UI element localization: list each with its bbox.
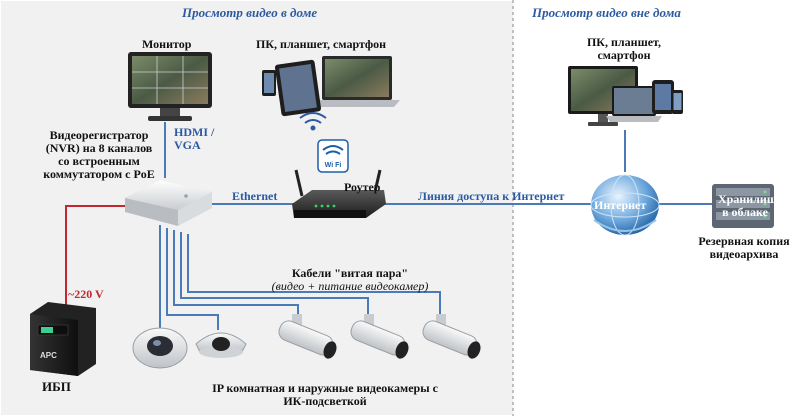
router-icon <box>292 169 386 218</box>
cloud-storage-label-line1: Хранилище <box>718 192 783 206</box>
camera-cable-3 <box>173 230 299 318</box>
bullet-camera-3-icon <box>422 314 481 359</box>
cables-label-line1: Кабели "витая пара" <box>291 266 409 280</box>
backup-label-line2: видеоархива <box>709 247 779 261</box>
monitor-label: Монитор <box>142 37 192 51</box>
cloud-storage-label-line2: в облаке <box>722 205 768 219</box>
internet-line-label: Линия доступа к Интернет <box>418 189 565 203</box>
cloud-storage-label: Хранилище в облаке <box>718 192 783 219</box>
dome-camera-icon <box>195 332 247 358</box>
camera-cable-4 <box>180 232 369 318</box>
wifi-badge-icon: Wi Fi <box>317 139 349 173</box>
hdmi-label-line2: VGA <box>174 138 201 152</box>
nvr-label-line3: со встроенным <box>58 154 140 168</box>
bullet-camera-2-icon <box>350 314 409 359</box>
camera-cable-2 <box>166 228 219 330</box>
nvr-label-line1: Видеорегистратор <box>49 128 149 142</box>
cloud-storage-icon <box>712 184 774 228</box>
nvr-label-line4: коммутатором с PoE <box>43 167 155 181</box>
hdmi-label-line1: HDMI / <box>174 125 215 139</box>
section-home-title: Просмотр видео в доме <box>182 5 318 20</box>
cameras-label-line1: IP комнатная и наружные видеокамеры с <box>212 381 438 395</box>
home-devices-label: ПК, планшет, смартфон <box>256 37 387 51</box>
cables-label-line2: (видео + питание видеокамер) <box>271 279 429 293</box>
remote-devices-label-line2: смартфон <box>597 48 651 62</box>
ups-brand-text: APC <box>40 351 57 360</box>
power-cable <box>65 205 125 305</box>
backup-label: Резервная копия видеоархива <box>688 235 800 261</box>
cameras-label-line2: ИК-подсветкой <box>283 394 367 408</box>
nvr-label: Видеорегистратор (NVR) на 8 каналов со в… <box>28 129 170 181</box>
hdmi-label: HDMI / VGA <box>174 126 214 152</box>
ups-label: ИБП <box>42 379 71 394</box>
cameras-label: IP комнатная и наружные видеокамеры с ИК… <box>176 382 474 408</box>
internet-label: Интернет <box>594 198 647 212</box>
bullet-camera-1-icon <box>278 314 337 359</box>
ups-icon: APC <box>30 302 96 376</box>
cables-label: Кабели "витая пара" (видео + питание вид… <box>236 267 464 293</box>
section-outside-title: Просмотр видео вне дома <box>532 5 681 20</box>
internet-globe-icon <box>590 174 660 236</box>
voltage-label: ~220 V <box>68 287 104 301</box>
nvr-label-line2: (NVR) на 8 каналов <box>45 141 153 155</box>
wifi-badge-text: Wi Fi <box>325 162 342 169</box>
router-label: Роутер <box>344 180 381 194</box>
home-devices-icon <box>262 56 400 131</box>
nvr-icon <box>125 180 212 226</box>
monitor-icon <box>128 52 212 121</box>
camera-cable-5 <box>187 234 441 318</box>
backup-label-line1: Резервная копия <box>698 234 790 248</box>
remote-devices-label-line1: ПК, планшет, <box>586 35 662 49</box>
remote-devices-label: ПК, планшет, смартфон <box>578 36 670 62</box>
fisheye-camera-icon <box>132 327 188 369</box>
ethernet-label: Ethernet <box>232 189 278 203</box>
network-connections <box>159 122 712 330</box>
remote-devices-icon <box>568 66 683 126</box>
